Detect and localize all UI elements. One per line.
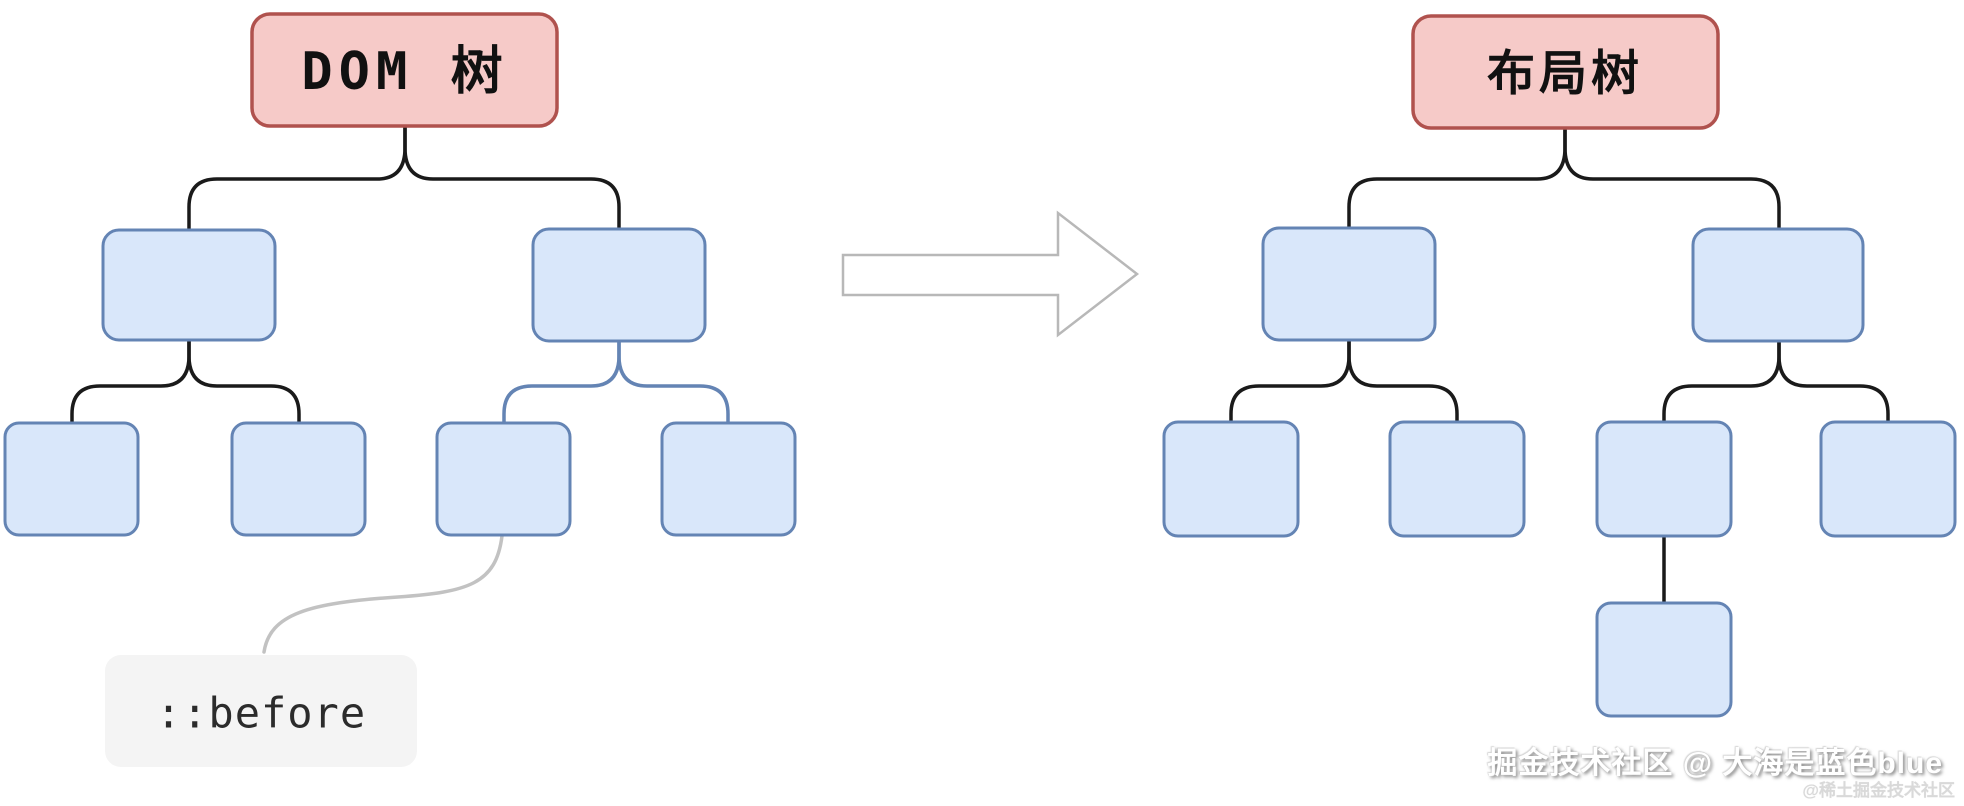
layout-tree-node (1261, 226, 1437, 342)
layout-tree-node (1595, 420, 1733, 538)
layout-tree: 布局树 (1162, 14, 1957, 718)
layout-tree-node (1819, 420, 1957, 538)
layout-tree-node (1691, 227, 1865, 343)
dom-tree-node (101, 228, 277, 342)
dom-left-child-left-branch (70, 337, 191, 426)
watermark-primary: 掘金技术社区 @ 大海是蓝色blue (1487, 747, 1943, 780)
dom-right-child-left-branch-blue (502, 339, 621, 426)
dom-tree-node (3, 421, 140, 537)
dom-tree-node (230, 421, 367, 537)
layout-right-child-left-branch (1662, 339, 1781, 425)
layout-root-right-branch (1563, 125, 1781, 232)
layout-left-child-right-branch (1347, 337, 1459, 425)
pseudo-element-label: ::before (156, 689, 366, 738)
transform-arrow (841, 210, 1140, 338)
dom-tree-node (660, 421, 797, 537)
layout-right-child-right-branch (1777, 339, 1890, 425)
pseudo-element-connector (262, 534, 504, 654)
layout-tree-node (1162, 420, 1300, 538)
layout-tree-root-label: 布局树 (1487, 48, 1643, 101)
dom-right-child-right-branch-blue (617, 339, 730, 426)
dom-tree-root-node (250, 12, 559, 128)
pseudo-element-box (105, 655, 417, 767)
layout-tree-node (1388, 420, 1526, 538)
dom-root-right-branch (403, 125, 621, 232)
layout-tree-root-node (1411, 14, 1720, 130)
dom-tree: DOM 树 ::before (3, 12, 797, 767)
dom-tree-root-label: DOM 树 (301, 42, 508, 102)
dom-tree-node (531, 227, 707, 343)
dom-root-left-branch (187, 125, 407, 233)
layout-root-left-branch (1347, 125, 1567, 231)
layout-generated-box (1595, 601, 1733, 718)
watermark-secondary: @稀土掘金技术社区 (1802, 781, 1955, 800)
dom-left-child-right-branch (187, 337, 301, 426)
layout-left-child-left-branch (1229, 337, 1351, 425)
dom-tree-node (435, 421, 572, 537)
